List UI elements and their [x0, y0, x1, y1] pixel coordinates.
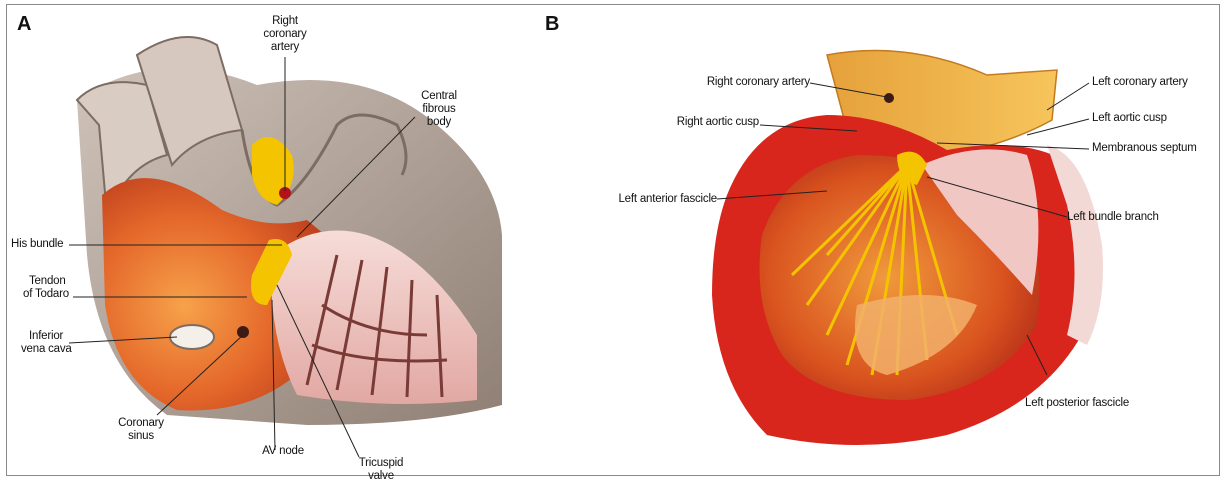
label-av-node: AV node: [262, 445, 304, 458]
label-right-aortic-cusp: Right aortic cusp: [677, 116, 759, 129]
figure-frame: A Right coronary artery Central fibrous …: [6, 4, 1220, 476]
panel-b-letter: B: [545, 13, 559, 36]
right-coronary-artery-dot: [884, 93, 894, 103]
label-his-bundle: His bundle: [11, 238, 63, 251]
label-left-coronary-artery: Left coronary artery: [1092, 76, 1188, 89]
label-left-posterior-fascicle: Left posterior fascicle: [1025, 397, 1129, 410]
panel-b: B Right coronary artery Right aortic cus…: [527, 5, 1219, 475]
label-left-anterior-fascicle: Left anterior fascicle: [618, 193, 717, 206]
label-left-aortic-cusp: Left aortic cusp: [1092, 112, 1167, 125]
coronary-sinus-opening: [237, 326, 249, 338]
label-coronary-sinus: Coronary sinus: [118, 417, 164, 443]
label-left-bundle-branch: Left bundle branch: [1067, 211, 1159, 224]
label-inferior-vena-cava: Inferior vena cava: [21, 330, 72, 356]
label-tendon-of-todaro: Tendon of Todaro: [23, 275, 69, 301]
panel-a: A Right coronary artery Central fibrous …: [7, 5, 527, 475]
panel-a-illustration: [7, 5, 527, 475]
label-right-coronary-artery-a: Right coronary artery: [263, 15, 306, 54]
label-tricuspid-valve: Tricuspid valve: [359, 457, 403, 483]
panel-a-letter: A: [17, 13, 31, 36]
label-membranous-septum: Membranous septum: [1092, 142, 1197, 155]
label-central-fibrous-body: Central fibrous body: [421, 90, 457, 129]
label-right-coronary-artery-b: Right coronary artery: [707, 76, 810, 89]
